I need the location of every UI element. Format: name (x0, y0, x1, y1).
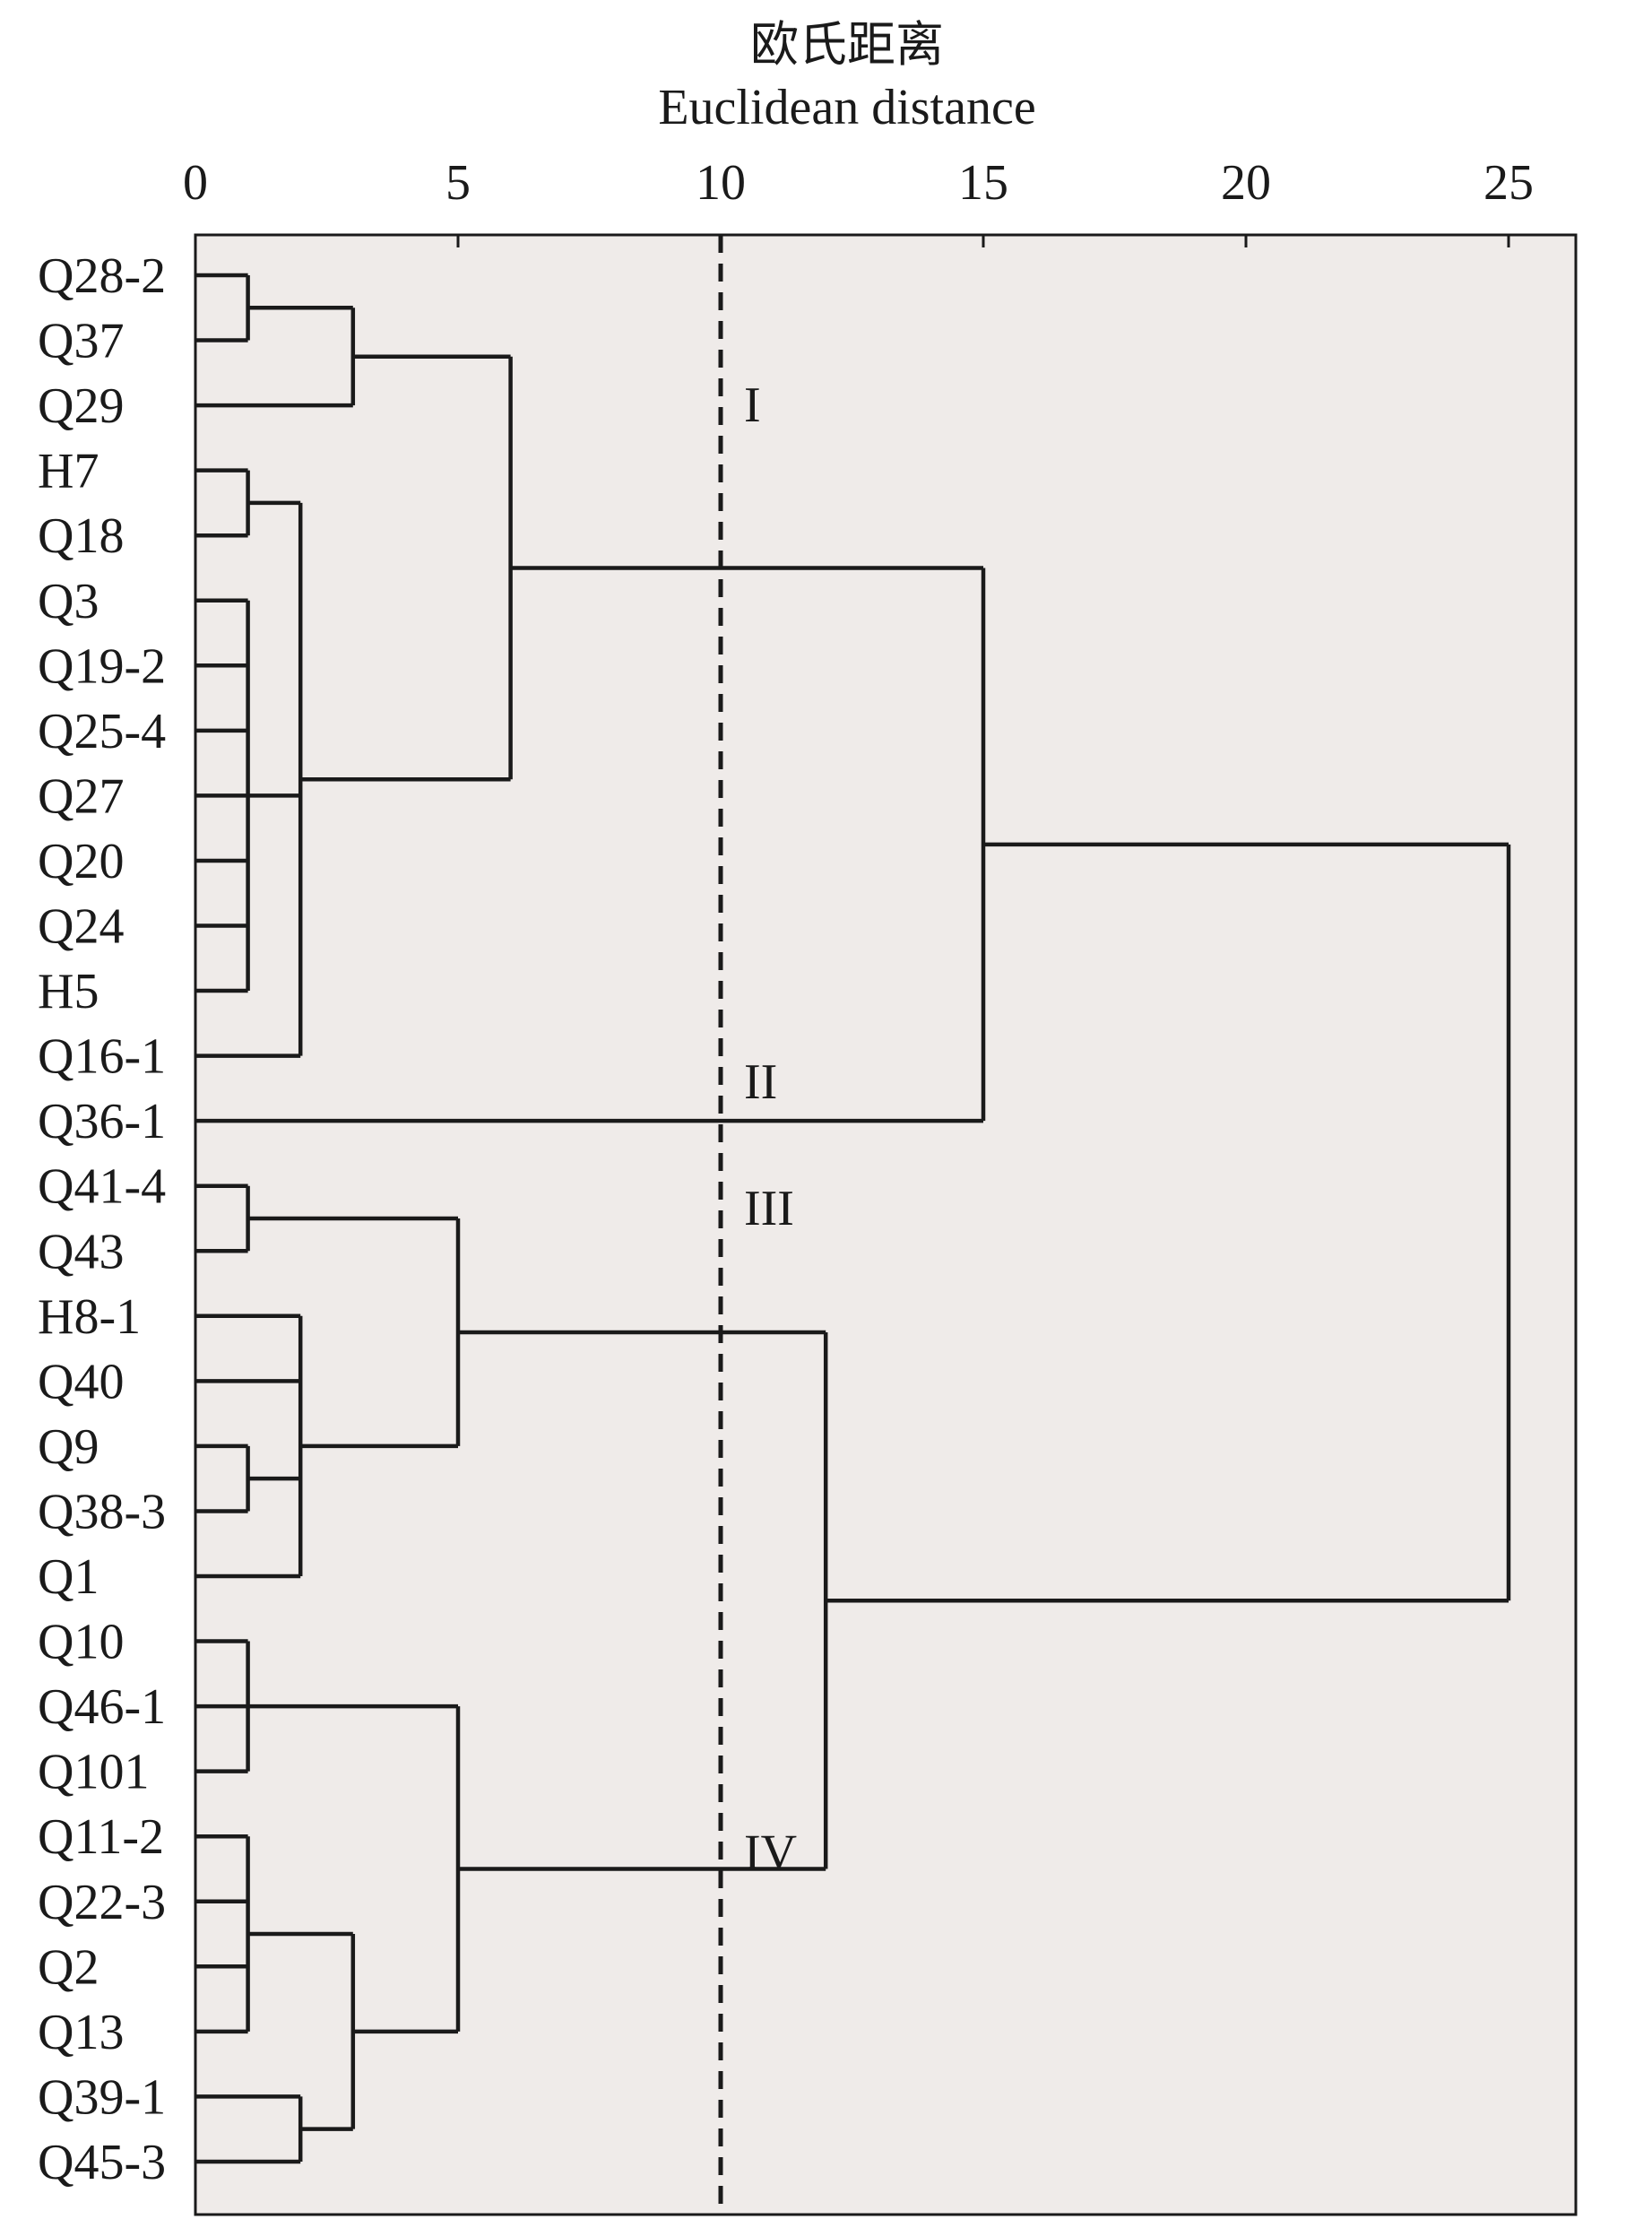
leaf-label: H7 (38, 444, 99, 499)
leaf-label: Q36-1 (38, 1094, 166, 1149)
leaf-label: Q43 (38, 1224, 124, 1279)
leaf-label: Q24 (38, 899, 124, 955)
leaf-label: Q3 (38, 574, 99, 629)
leaf-label: Q20 (38, 834, 124, 889)
x-tick-label: 20 (1221, 155, 1271, 211)
leaf-label: Q19-2 (38, 638, 166, 694)
x-tick-label: 15 (958, 155, 1008, 211)
leaf-label: Q46-1 (38, 1679, 166, 1735)
x-axis-label: Euclidean distance (658, 80, 1035, 135)
leaf-label: Q22-3 (38, 1875, 166, 1930)
leaf-label: Q29 (38, 378, 124, 434)
leaf-label: Q11-2 (38, 1809, 164, 1865)
x-tick-label: 25 (1483, 155, 1534, 211)
leaf-label: H5 (38, 964, 99, 1019)
plot-area (194, 233, 1578, 2216)
leaf-label: Q13 (38, 2005, 124, 2060)
leaf-label: Q40 (38, 1354, 124, 1409)
cluster-label: I (744, 377, 761, 433)
leaf-label: Q37 (38, 314, 124, 369)
x-tick-label: 10 (696, 155, 746, 211)
leaf-label: H8-1 (38, 1289, 141, 1345)
leaf-label: Q41-4 (38, 1159, 166, 1215)
x-axis: 0 5 10 15 20 25 (183, 155, 1534, 247)
leaf-label: Q2 (38, 1939, 99, 1995)
leaf-label: Q27 (38, 768, 124, 824)
chart-title: 欧氏距离 (750, 16, 944, 73)
leaf-label: Q101 (38, 1745, 149, 1800)
leaf-label: Q28-2 (38, 248, 166, 304)
leaf-label: Q39-1 (38, 2069, 166, 2125)
leaf-label: Q16-1 (38, 1029, 166, 1085)
leaf-label: Q1 (38, 1549, 99, 1605)
x-tick-label: 0 (183, 155, 208, 211)
leaf-labels: Q28-2Q37Q29H7Q18Q3Q19-2Q25-4Q27Q20Q24H5Q… (38, 248, 166, 2190)
cluster-label: III (744, 1181, 794, 1236)
x-tick-label: 5 (445, 155, 471, 211)
leaf-label: Q25-4 (38, 704, 166, 759)
cluster-label: IV (744, 1825, 797, 1880)
dendrogram-links (195, 273, 1511, 2164)
leaf-label: Q10 (38, 1615, 124, 1670)
cluster-label: II (744, 1054, 777, 1110)
leaf-label: Q38-3 (38, 1484, 166, 1539)
leaf-label: Q9 (38, 1419, 99, 1475)
leaf-label: Q18 (38, 508, 124, 564)
leaf-label: Q45-3 (38, 2135, 166, 2190)
